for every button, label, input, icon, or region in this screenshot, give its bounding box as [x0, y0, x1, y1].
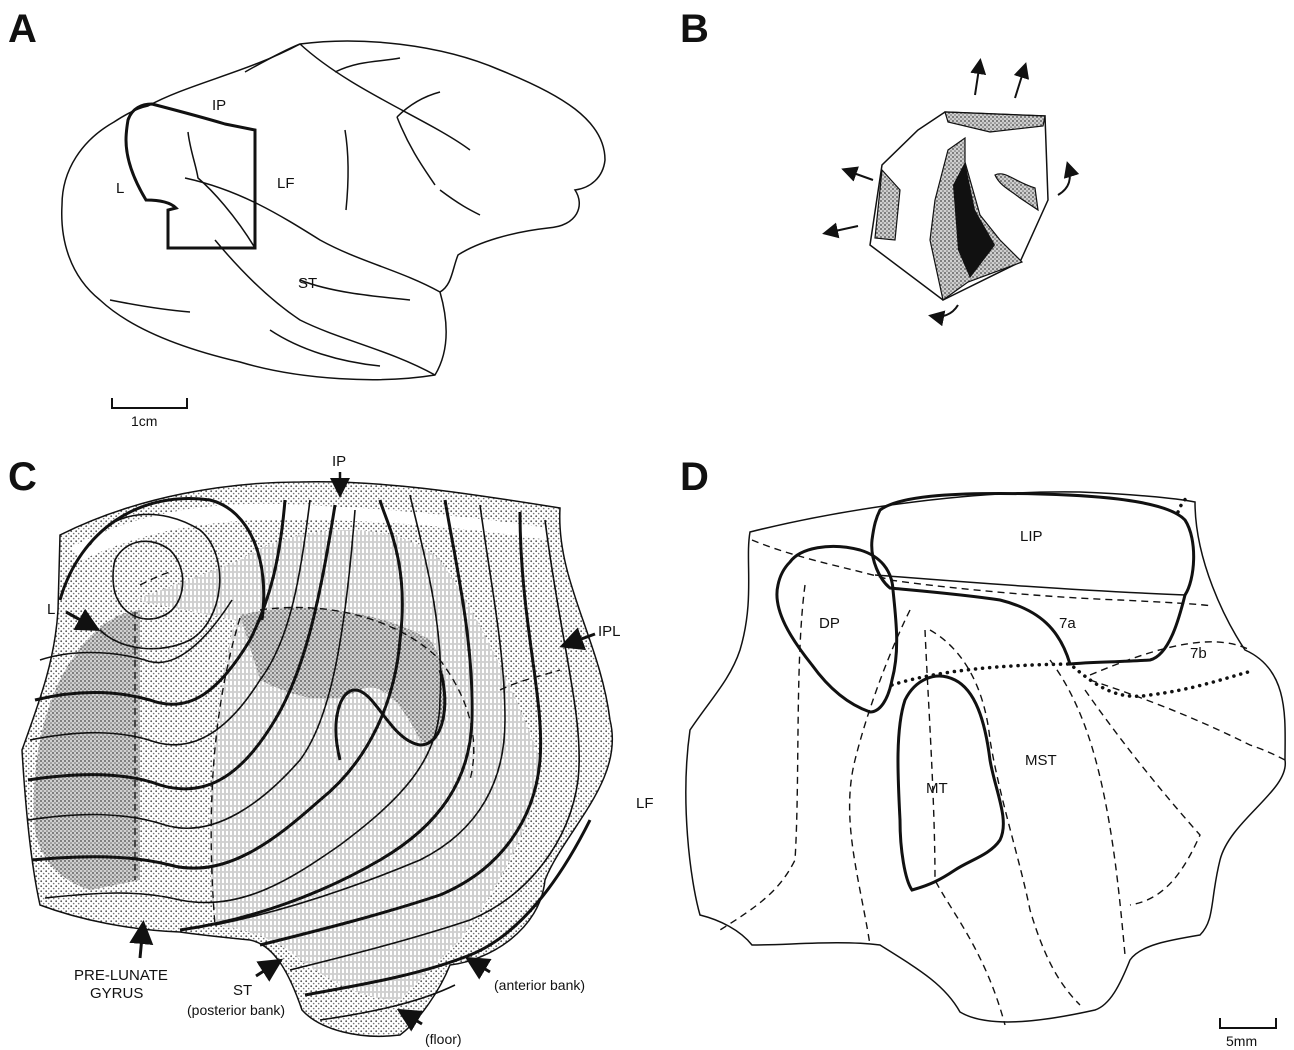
label-ipl: IPL: [598, 623, 621, 640]
label-st-c: ST: [233, 982, 252, 999]
label-mt: MT: [926, 780, 948, 797]
arrow-st-c: [256, 962, 278, 976]
panel-b-letter: B: [680, 7, 709, 51]
sulcus-frontal-2: [397, 92, 440, 117]
dashed-mst-left: [930, 630, 1080, 1005]
sulcus-inferior-occipital: [110, 300, 190, 312]
label-mst: MST: [1025, 752, 1057, 769]
arrow-left-2: [826, 226, 858, 233]
label-anterior-bank: (anterior bank): [494, 977, 585, 993]
panel-c-letter: C: [8, 455, 37, 499]
sulcus-temporal-lower: [270, 330, 380, 366]
arrow-anterior-bank: [470, 960, 490, 972]
arrow-curl-bottom: [932, 305, 958, 317]
area-map-outline: [686, 492, 1285, 1022]
panel-d-letter: D: [680, 455, 709, 499]
right-fold: [995, 174, 1038, 210]
dashed-left-2: [850, 610, 910, 945]
area-mt: [898, 676, 1003, 890]
dashed-mst-right: [1050, 660, 1125, 955]
scale-label-1cm: 1cm: [131, 413, 157, 429]
flattened-map: [22, 482, 612, 1036]
panel-c: C: [8, 453, 654, 1047]
sulcus-frontal-1: [335, 58, 400, 72]
panel-a-letter: A: [8, 7, 37, 51]
left-bank: [875, 170, 900, 240]
scale-label-5mm: 5mm: [1226, 1033, 1257, 1049]
sulcus-principal: [440, 190, 480, 215]
label-floor: (floor): [425, 1031, 462, 1047]
arrow-prelunate: [140, 926, 143, 958]
panel-b: B: [680, 7, 1070, 317]
label-lf: LF: [277, 175, 295, 192]
arrow-curl-right: [1058, 165, 1070, 195]
label-prelunate-2: GYRUS: [90, 985, 143, 1002]
label-prelunate-1: PRE-LUNATE: [74, 967, 168, 984]
area-map: [686, 492, 1285, 1025]
label-ip: IP: [212, 97, 226, 114]
label-dp: DP: [819, 615, 840, 632]
dashed-7b-lower: [1085, 690, 1200, 905]
ip-sulcus: [188, 132, 255, 248]
scale-bar-5mm: 5mm: [1220, 1018, 1276, 1049]
label-7b: 7b: [1190, 645, 1207, 662]
label-lip: LIP: [1020, 528, 1043, 545]
label-7a: 7a: [1059, 615, 1076, 632]
brain-lateral-view: [62, 41, 605, 380]
label-st: ST: [298, 275, 317, 292]
brain-outline: [62, 41, 605, 380]
dashed-7b-upper: [1090, 642, 1250, 675]
label-posterior-bank: (posterior bank): [187, 1002, 285, 1018]
label-ip-c: IP: [332, 453, 346, 470]
top-bank: [945, 112, 1045, 132]
sulcus-arcuate: [397, 117, 435, 185]
arrow-left-1: [845, 170, 873, 180]
label-l: L: [116, 180, 124, 197]
panel-d: D LIP DP 7a 7b MT MST: [680, 455, 1285, 1049]
unfolding-block: [826, 62, 1070, 317]
arrow-up-1: [975, 62, 980, 95]
sulcus-central: [345, 130, 348, 210]
label-l-c: L: [47, 601, 55, 618]
dashed-7b-right: [1090, 680, 1285, 760]
lunate-sulcus-region: [126, 104, 255, 248]
scale-bar-1cm: 1cm: [112, 398, 187, 429]
panel-a: A IP L LF ST 1cm: [8, 7, 605, 429]
arrow-up-2: [1015, 66, 1025, 98]
label-lf-c: LF: [636, 795, 654, 812]
